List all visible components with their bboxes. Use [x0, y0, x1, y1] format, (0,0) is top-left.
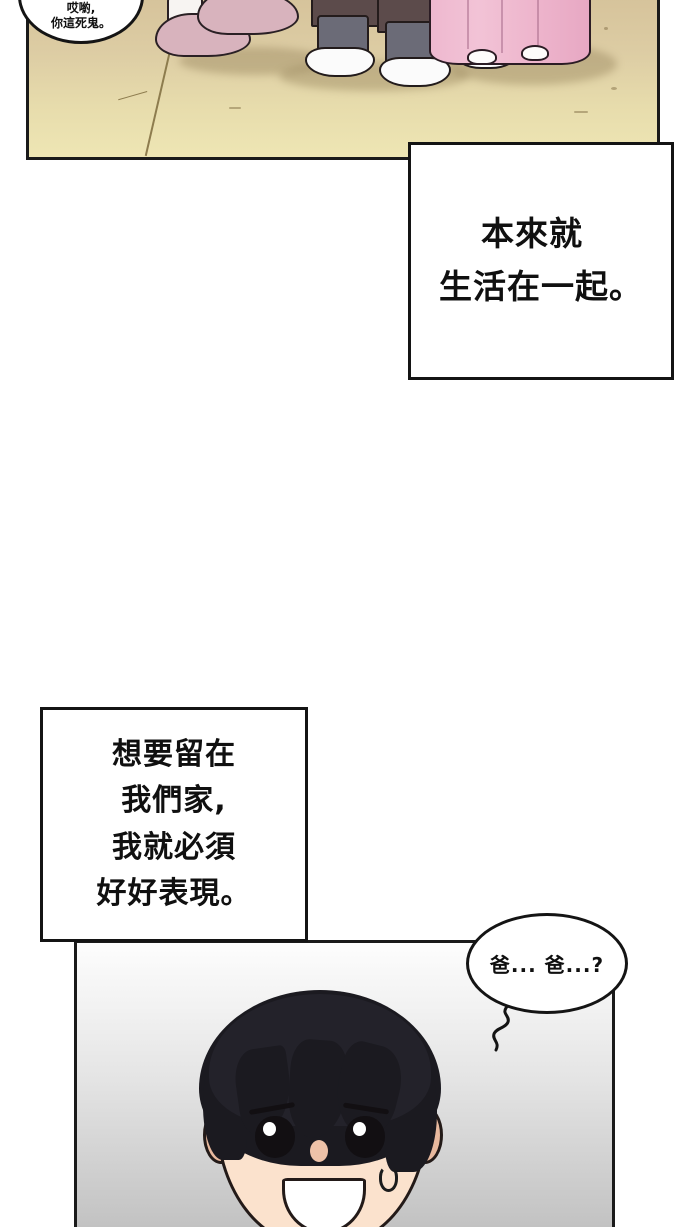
ground-speck [604, 27, 608, 30]
ground-speck [229, 107, 241, 109]
ground-speck [611, 87, 617, 90]
dress-fold [537, 0, 539, 45]
comic-panel-top [26, 0, 660, 160]
sneaker [305, 47, 375, 77]
foot [521, 45, 549, 61]
narration-left-line-1: 想要留在 [112, 736, 236, 772]
narration-box-right: 本來就 生活在一起。 [408, 142, 674, 380]
eye-glint [263, 1122, 276, 1136]
narration-left-line-4: 好好表現。 [96, 876, 252, 911]
eye-glint [353, 1122, 366, 1136]
dress [429, 0, 591, 65]
foot [467, 49, 497, 65]
narration-box-left: 想要留在 我們家, 我就必須 好好表現。 [40, 707, 308, 942]
eye-left [255, 1116, 295, 1158]
shoe [197, 0, 299, 35]
dress-fold [467, 0, 469, 49]
speech-bubble-top-line-1: 哎喲, [66, 1, 96, 15]
sweat-drop-icon [379, 1166, 398, 1192]
speech-bubble-boy: 爸... 爸...? [466, 913, 628, 1014]
dress-fold [501, 0, 503, 53]
nose [310, 1140, 328, 1162]
boy-character [185, 988, 455, 1227]
speech-bubble-boy-text: 爸... 爸...? [489, 953, 605, 977]
mouth [282, 1178, 366, 1227]
ground-speck [574, 111, 588, 113]
eye-right [345, 1116, 385, 1158]
narration-right-line-1: 本來就 [481, 214, 583, 254]
ground-crack [118, 91, 148, 101]
sneaker [379, 57, 451, 87]
narration-left-line-3: 我就必須 [112, 829, 236, 865]
speech-bubble-top-line-2: 你這死鬼。 [50, 16, 111, 30]
narration-right-line-2: 生活在一起。 [439, 267, 643, 306]
narration-left-line-2: 我們家, [121, 783, 227, 818]
